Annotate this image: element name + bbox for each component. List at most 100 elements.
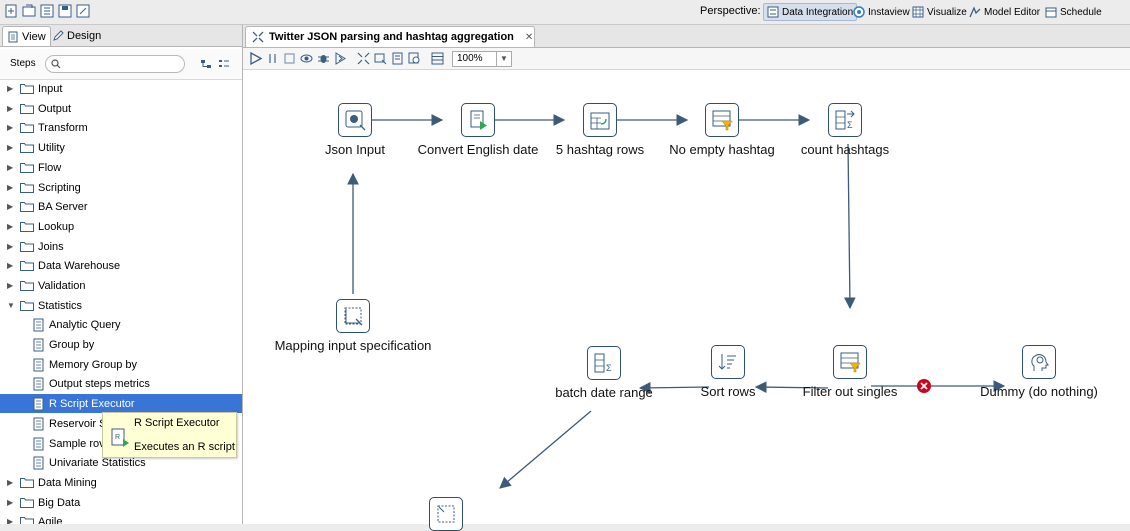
tree-step-item[interactable]: Memory Group by [0,355,242,374]
debug-icon[interactable] [317,52,330,65]
verify-icon[interactable] [357,52,370,65]
hop-filter-to-sort[interactable] [754,381,829,393]
hop-count-to-filter[interactable] [844,143,856,310]
pause-icon[interactable] [266,52,279,65]
tree-category[interactable]: ▶Input [0,79,242,98]
impact-icon[interactable] [374,52,387,65]
step-mapping-input[interactable] [336,299,370,333]
data-integration-icon [767,6,779,18]
sql-icon[interactable] [391,52,404,65]
tree-step-item[interactable]: Analytic Query [0,315,242,334]
tree-step-item[interactable]: R Script Executor [0,394,242,413]
open-file-icon[interactable] [22,4,36,18]
category-label: Transform [38,121,88,134]
tree-category[interactable]: ▶Agile [0,512,242,524]
collapsed-arrow-icon[interactable]: ▶ [7,478,14,487]
perspective-visualize-button[interactable]: Visualize [912,4,967,20]
tree-category[interactable]: ▶Scripting [0,178,242,197]
list-view-icon[interactable] [218,58,230,70]
step-next-partial[interactable] [429,497,463,531]
grid-icon[interactable] [431,52,444,65]
transformation-canvas[interactable]: Json Input Convert English date 5 hashta… [243,70,1130,531]
label-mapping-input: Mapping input specification [274,338,432,353]
collapsed-arrow-icon[interactable]: ▶ [7,498,14,507]
tree-category[interactable]: ▶Flow [0,158,242,177]
steps-search-input[interactable] [45,55,185,73]
search-field[interactable] [64,57,178,71]
step-item-label: Analytic Query [49,318,121,331]
replay-icon[interactable] [334,52,347,65]
editor-toolbar: 100% ▼ [243,48,1130,70]
save-as-icon[interactable] [76,4,90,18]
folder-icon [20,222,34,232]
perspective-data-integration-button[interactable]: Data Integration [763,3,858,21]
tree-step-item[interactable]: Reservoir S [0,414,242,433]
perspective-label-data-integration: Data Integration [782,6,854,18]
category-label: Lookup [38,220,75,233]
collapsed-arrow-icon[interactable]: ▶ [7,242,14,251]
tree-step-item[interactable]: Group by [0,335,242,354]
collapsed-arrow-icon[interactable]: ▶ [7,104,14,113]
perspective-instaview-button[interactable]: Instaview [853,4,910,20]
tree-category[interactable]: ▶Data Warehouse [0,256,242,275]
tab-design[interactable]: Design [48,26,105,45]
tree-category[interactable]: ▶ Transform [0,118,242,137]
tree-category[interactable]: ▶Big Data [0,493,242,512]
step-no-empty-hashtag[interactable] [705,103,739,137]
save-icon[interactable] [58,4,72,18]
collapse-tree-icon[interactable] [200,58,212,70]
tree-category[interactable]: ▶Validation [0,276,242,295]
label-dummy: Dummy (do nothing) [980,384,1098,399]
tree-category[interactable]: ▶ BA Server [0,197,242,216]
zoom-select[interactable]: 100% ▼ [452,51,512,67]
new-file-icon[interactable] [4,4,18,18]
collapsed-arrow-icon[interactable]: ▶ [7,517,14,524]
collapsed-arrow-icon[interactable]: ▶ [7,84,14,93]
step-sort-rows[interactable] [711,345,745,379]
step-filter-out-singles[interactable] [833,345,867,379]
category-label: BA Server [38,200,88,213]
tree-category[interactable]: ▶Output [0,99,242,118]
collapsed-arrow-icon[interactable]: ▶ [7,143,14,152]
preview-icon[interactable] [300,52,313,65]
step-type-icon [33,377,44,390]
tree-step-item[interactable]: Sample rov [0,434,242,453]
collapsed-arrow-icon[interactable]: ▶ [7,183,14,192]
collapsed-arrow-icon[interactable]: ▶ [7,261,14,270]
step-json-input[interactable] [338,103,372,137]
step-batch-date-range[interactable]: Σ [587,346,621,380]
tree-category[interactable]: ▼Statistics [0,296,242,315]
tab-view-label: View [22,30,46,43]
tree-step-item[interactable]: Output steps metrics [0,374,242,393]
collapsed-arrow-icon[interactable]: ▶ [7,222,14,231]
tab-view[interactable]: View [2,26,51,46]
perspective-model-editor-button[interactable]: Model Editor [969,4,1040,20]
explore-db-icon[interactable] [408,52,421,65]
hop-batch-to-next[interactable] [499,410,592,489]
error-hop-icon[interactable] [917,379,931,393]
collapsed-arrow-icon[interactable]: ▶ [7,202,14,211]
tree-category[interactable]: ▶Utility [0,138,242,157]
run-icon[interactable] [249,51,263,66]
step-dummy[interactable] [1022,345,1056,379]
transformation-tab[interactable]: Twitter JSON parsing and hashtag aggrega… [245,26,535,47]
tree-step-item[interactable]: Univariate Statistics [0,453,242,472]
collapsed-arrow-icon[interactable]: ▶ [7,123,14,132]
tree-category[interactable]: ▶ Lookup [0,217,242,236]
category-label: Data Mining [38,476,97,489]
collapsed-arrow-icon[interactable]: ▶ [7,281,14,290]
close-tab-icon[interactable]: ✕ [524,31,534,43]
hop-sort-to-batch[interactable] [638,381,710,394]
zoom-value: 100% [457,53,483,64]
explore-icon[interactable] [40,4,54,18]
tree-category[interactable]: ▶ Data Mining [0,473,242,492]
perspective-schedule-button[interactable]: Schedule [1045,4,1102,20]
step-convert-english-date[interactable] [461,103,495,137]
tree-category[interactable]: ▶Joins [0,237,242,256]
collapsed-arrow-icon[interactable]: ▶ [7,163,14,172]
step-count-hashtags[interactable]: Σ [828,103,862,137]
expanded-arrow-icon[interactable]: ▼ [7,301,15,310]
step-5-hashtag-rows[interactable] [583,103,617,137]
svg-text:Σ: Σ [606,363,612,373]
stop-icon[interactable] [283,52,296,65]
